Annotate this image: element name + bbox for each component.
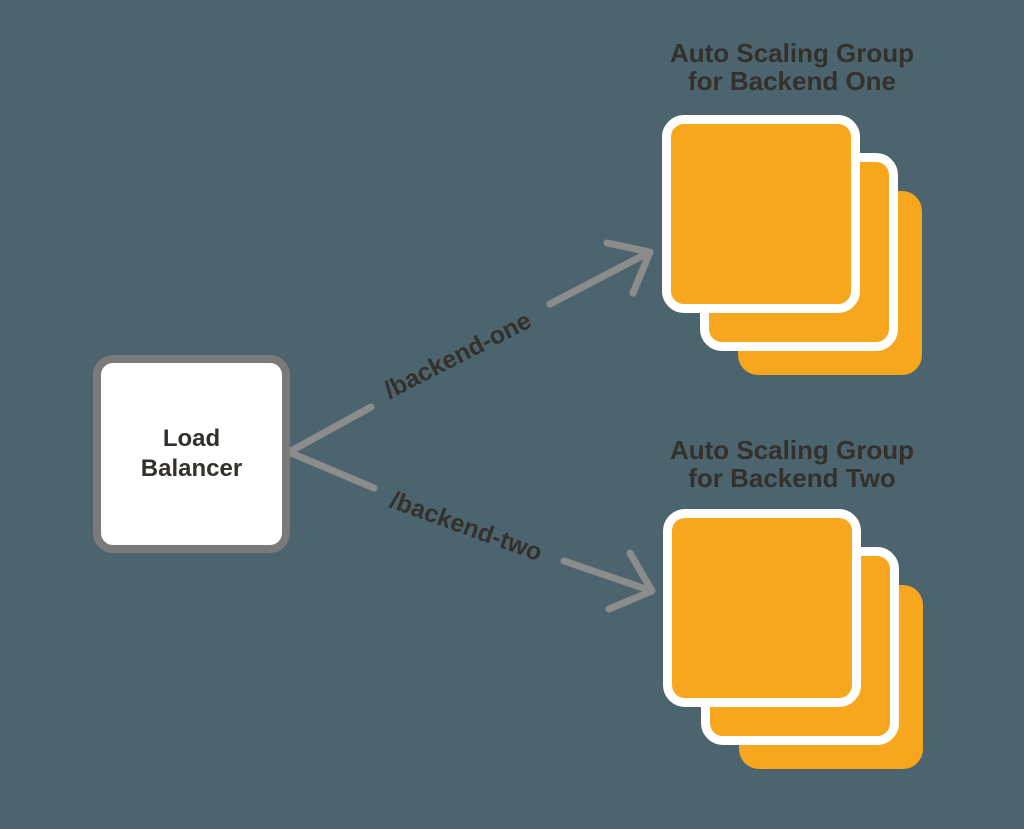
asg-one-title-line2: for Backend One xyxy=(687,66,897,96)
arrow-backend-one xyxy=(287,239,654,455)
load-balancer-label-line2: Balancer xyxy=(140,455,243,482)
load-balancer-node: Load Balancer xyxy=(93,355,290,553)
arrow-one-segment-end xyxy=(546,252,646,308)
arrow-two-segment-end xyxy=(560,557,647,592)
asg-one-instance-stack xyxy=(662,115,922,377)
asg-two-instance-front-icon xyxy=(663,509,861,707)
load-balancer-label: Load Balancer xyxy=(141,424,242,484)
arrow-two-head-icon xyxy=(605,549,656,613)
arrow-two-segment-start xyxy=(287,449,378,492)
asg-one-title-line1: Auto Scaling Group xyxy=(669,38,915,68)
asg-one-title: Auto Scaling Group for Backend One xyxy=(612,39,972,95)
arrow-one-segment-start xyxy=(287,403,375,455)
asg-two-title-line2: for Backend Two xyxy=(688,463,896,493)
arrow-one-head-icon xyxy=(603,239,654,297)
arrow-backend-two xyxy=(287,449,656,613)
load-balancer-label-line1: Load xyxy=(162,425,221,452)
asg-one-instance-front-icon xyxy=(662,115,860,313)
asg-two-instance-stack xyxy=(663,509,923,771)
asg-two-title: Auto Scaling Group for Backend Two xyxy=(612,436,972,492)
asg-two-title-line1: Auto Scaling Group xyxy=(669,435,915,465)
